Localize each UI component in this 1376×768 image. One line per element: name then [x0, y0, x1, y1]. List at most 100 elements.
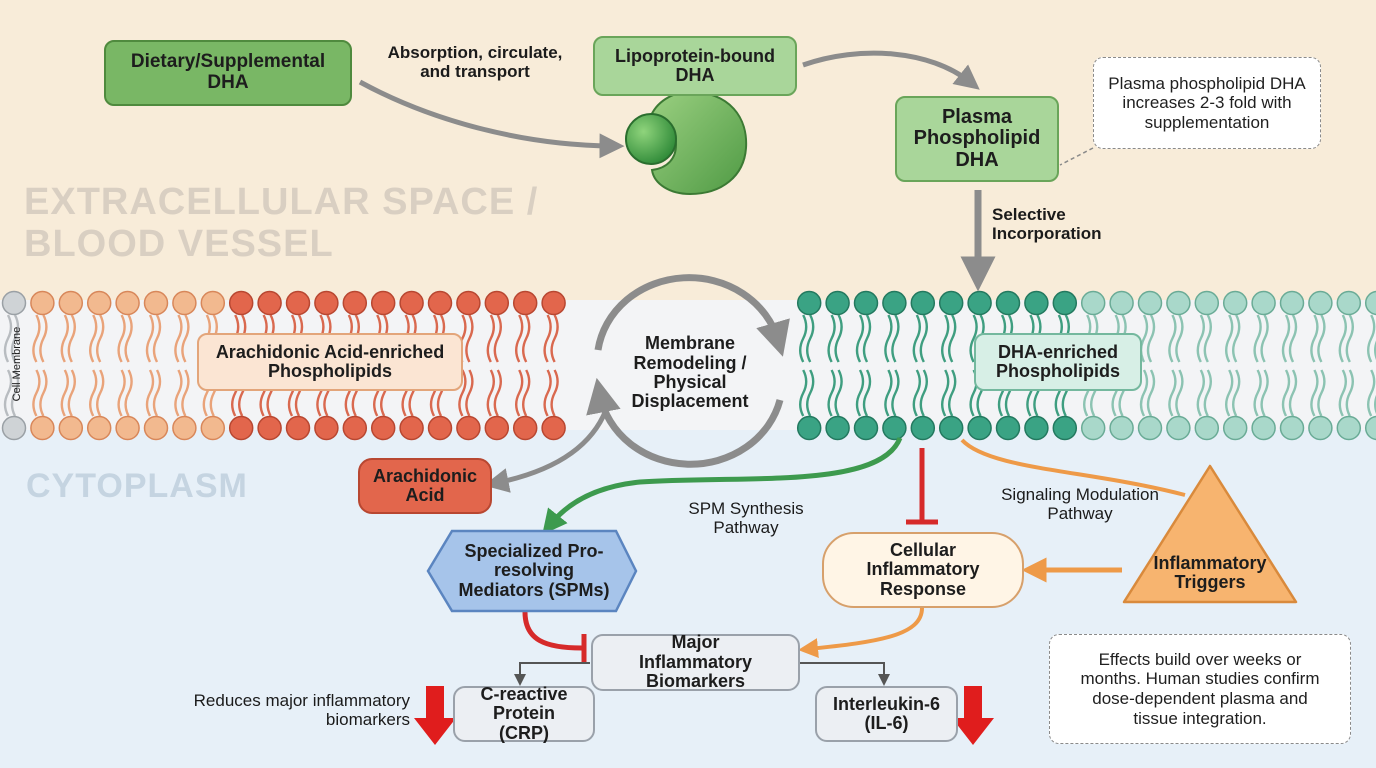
lipid-head	[370, 290, 396, 316]
lipid-head	[1052, 290, 1078, 316]
crp-node: C-reactive Protein (CRP)	[453, 684, 595, 742]
lipid-tail	[117, 369, 126, 417]
lipid-tail	[550, 369, 559, 417]
lipid-tail	[1203, 369, 1212, 417]
reduces-biomarkers-label: Reduces major inflammatory biomarkers	[193, 691, 410, 729]
lipid-tail	[3, 314, 13, 363]
spm-inhibit-line	[522, 611, 583, 651]
lipid-head	[456, 290, 481, 316]
lipid-head	[1222, 290, 1248, 316]
lipid-tail	[948, 369, 957, 417]
lipid-tail	[1232, 314, 1241, 363]
spm-pathway-label: SPM Synthesis Pathway	[688, 499, 804, 537]
lipid-tail	[1260, 369, 1269, 417]
lipid-tail	[152, 314, 162, 363]
response-biomarker-arrow	[798, 607, 924, 658]
lipid-tail	[493, 314, 502, 363]
crp-decrease-icon	[414, 686, 456, 745]
lipid-head	[1308, 415, 1333, 441]
lipid-head	[938, 415, 964, 441]
lipid-tail	[1310, 314, 1319, 363]
lipid-head	[399, 415, 424, 441]
lipid-tail	[1253, 314, 1262, 363]
lipid-tail	[1345, 314, 1354, 363]
lipoprotein-particle-icon	[625, 90, 748, 196]
plasma-arrow	[802, 50, 980, 90]
lipid-head	[1194, 415, 1220, 441]
lipid-tail	[174, 314, 183, 363]
lipid-head	[314, 415, 339, 441]
lipid-tail	[550, 314, 559, 363]
signaling-pathway-label: Signaling Modulation Pathway	[1001, 485, 1159, 523]
lipid-head	[484, 415, 510, 441]
lipid-head	[796, 415, 822, 441]
lipid-tail	[1338, 369, 1347, 417]
lipid-head	[1109, 415, 1134, 441]
lipid-tail	[1281, 369, 1291, 417]
il6-branch	[800, 662, 890, 686]
lipid-tail	[124, 314, 133, 363]
lipid-tail	[1260, 314, 1269, 363]
lipid-head	[456, 415, 481, 441]
lipid-tail	[1253, 369, 1262, 417]
lipid-tail	[1168, 314, 1177, 363]
lipid-head	[115, 415, 140, 441]
lipid-tail	[117, 314, 126, 363]
lipid-tail	[10, 314, 20, 363]
lipid-head	[882, 415, 907, 441]
lipid-tail	[515, 314, 524, 363]
il6-decrease-icon	[952, 686, 994, 745]
lipid-head	[228, 415, 254, 441]
lipid-tail	[1310, 369, 1319, 417]
lipid-tail	[1139, 369, 1149, 417]
lipid-tail	[891, 314, 900, 363]
lipid-head	[995, 290, 1021, 316]
lipid-head	[853, 290, 879, 316]
lipid-tail	[174, 369, 183, 417]
lipid-tail	[10, 369, 20, 417]
lipid-tail	[465, 369, 474, 417]
lipid-tail	[522, 369, 531, 417]
lipid-tail	[1175, 314, 1184, 363]
lipid-head	[1080, 290, 1106, 316]
lipoprotein-dha-node: Lipoprotein-bound DHA	[593, 36, 797, 96]
lipid-head	[796, 290, 822, 316]
lipid-head	[30, 415, 55, 441]
lipid-head	[541, 290, 566, 316]
lipid-tail	[912, 369, 921, 417]
lipid-head	[967, 290, 992, 316]
lipid-tail	[827, 314, 836, 363]
lipid-tail	[1317, 314, 1326, 363]
lipid-head	[1279, 290, 1305, 316]
lipid-head	[1109, 290, 1134, 316]
signaling-arrow	[960, 438, 1186, 497]
lipid-tail	[152, 369, 162, 417]
lipid-tail	[1146, 314, 1156, 363]
lipid-tail	[884, 314, 893, 363]
dietary-dha-node: Dietary/Supplemental DHA	[104, 40, 352, 106]
lipid-tail	[465, 314, 474, 363]
lipid-tail	[124, 369, 133, 417]
lipid-tail	[1168, 369, 1177, 417]
lipid-tail	[1367, 314, 1376, 363]
lipid-tail	[1196, 369, 1205, 417]
lipid-tail	[1232, 369, 1241, 417]
lipid-head	[399, 290, 424, 316]
lipid-head	[541, 415, 566, 441]
remodel-arrow-bottom	[586, 377, 784, 468]
lipid-head	[257, 415, 282, 441]
lipid-tail	[39, 369, 48, 417]
lipid-head	[1279, 415, 1305, 441]
lipid-tail	[948, 314, 957, 363]
lipid-head	[1166, 415, 1191, 441]
lipid-head	[1024, 290, 1049, 316]
lipid-head	[285, 290, 311, 316]
lipid-tail	[458, 369, 467, 417]
lipid-tail	[862, 314, 872, 363]
lipid-head	[143, 415, 169, 441]
lipid-tail	[855, 314, 865, 363]
lipid-head	[1080, 415, 1106, 441]
major-biomarkers-node: Major Inflammatory Biomarkers	[591, 633, 800, 691]
lipid-head	[1364, 290, 1376, 316]
lipid-head	[58, 415, 84, 441]
